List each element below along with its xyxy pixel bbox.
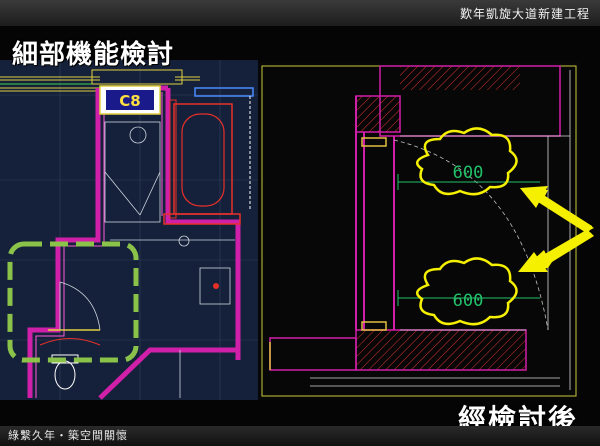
dimension-lower: 600 bbox=[453, 291, 484, 311]
project-title: 歎年凱旋大道新建工程 bbox=[459, 7, 590, 21]
slide-title: 細部機能檢討 bbox=[12, 40, 175, 70]
footer-bar: 綠繫久年・築空間關懷 bbox=[0, 426, 600, 446]
header-bar: 歎年凱旋大道新建工程 bbox=[0, 0, 600, 26]
callout-highlight bbox=[7, 241, 139, 363]
dimension-upper: 600 bbox=[453, 163, 484, 183]
detail-plan: 600 600 bbox=[269, 65, 594, 390]
room-tag: C8 bbox=[119, 92, 140, 110]
floor-plan: C8 bbox=[0, 60, 258, 400]
revision-cloud-lower bbox=[415, 257, 518, 326]
revision-cloud-upper bbox=[415, 127, 518, 196]
footer-slogan: 綠繫久年・築空間關懷 bbox=[8, 429, 128, 442]
